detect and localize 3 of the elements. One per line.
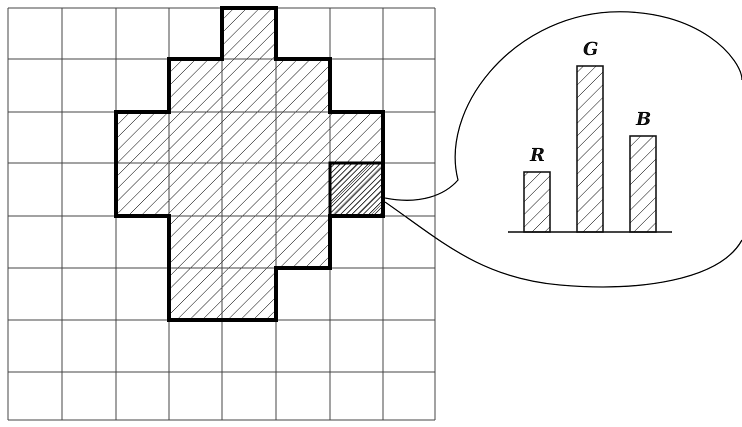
bar-label: B [636, 110, 652, 130]
bar-label: R [530, 146, 545, 166]
bar-label: G [583, 40, 598, 60]
